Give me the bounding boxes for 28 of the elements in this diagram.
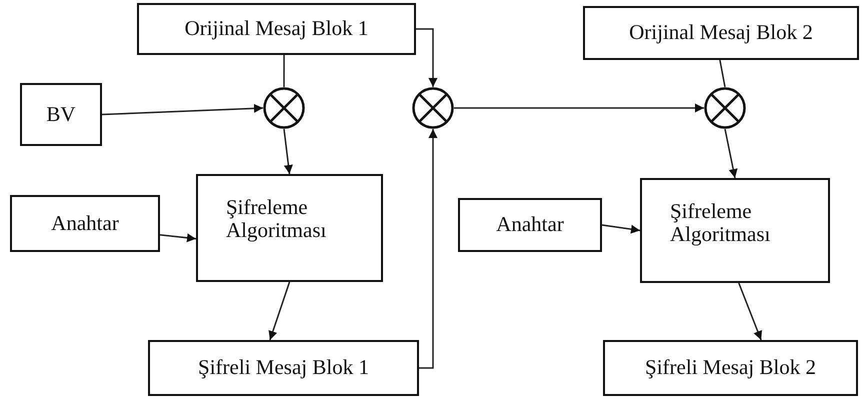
process-box bbox=[458, 198, 602, 252]
process-box bbox=[196, 174, 383, 282]
process-box bbox=[148, 340, 419, 396]
arrow bbox=[160, 233, 196, 242]
arrow bbox=[738, 282, 762, 340]
box-label: Anahtar bbox=[496, 212, 564, 236]
process-box bbox=[20, 83, 102, 146]
box-label: Şifreli Mesaj Blok 2 bbox=[645, 355, 816, 380]
arrow bbox=[724, 128, 738, 178]
box-label: Şifreleme Algoritması bbox=[226, 195, 326, 242]
process-box bbox=[640, 178, 830, 283]
arrow bbox=[268, 282, 290, 340]
process-box bbox=[10, 195, 160, 252]
arrow bbox=[454, 104, 704, 112]
arrow bbox=[602, 224, 640, 234]
box-label: Şifreli Mesaj Blok 1 bbox=[198, 355, 369, 380]
process-box bbox=[583, 6, 859, 60]
box-label: Şifreleme Algoritması bbox=[670, 199, 770, 246]
arrow bbox=[419, 129, 438, 369]
box-label: Anahtar bbox=[51, 210, 119, 235]
box-label: Orijinal Mesaj Blok 2 bbox=[629, 20, 813, 44]
process-box bbox=[603, 340, 858, 396]
arrow bbox=[283, 128, 293, 174]
arrow bbox=[102, 104, 264, 116]
box-label: Orijinal Mesaj Blok 1 bbox=[184, 16, 368, 40]
process-box bbox=[137, 3, 416, 55]
box-label: BV bbox=[46, 102, 76, 126]
arrow bbox=[416, 28, 438, 87]
